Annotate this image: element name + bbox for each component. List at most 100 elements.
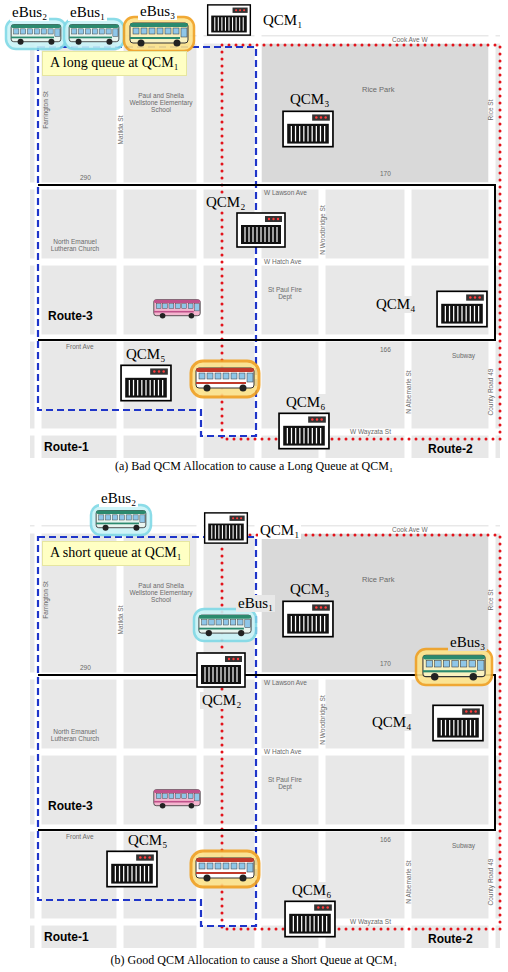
charging-machine: QCM₂	[196, 652, 246, 688]
map-panel-a	[30, 35, 500, 458]
bus-label: eBus₂	[10, 4, 49, 21]
street-name: Matilda St	[117, 606, 124, 635]
bus-glow	[91, 505, 151, 535]
qcm-label: QCM₃	[288, 91, 331, 108]
qcm-label: QCM₆	[284, 394, 327, 411]
street-name: Front Ave	[66, 343, 94, 350]
house-number: 170	[380, 660, 391, 667]
bus-symbol	[198, 612, 252, 638]
street-name: W Hatch Ave	[264, 258, 301, 265]
house-number: 290	[80, 174, 91, 181]
street-name: W Wayzata St	[350, 918, 391, 925]
place-name: Subway	[452, 352, 475, 359]
qcm-symbol	[236, 212, 286, 248]
street-name: Front Ave	[66, 833, 94, 840]
bus-body	[11, 25, 61, 45]
street-name: N Woodbridge St	[319, 695, 326, 744]
subfigure-caption: (a) Bad QCM Allocation to cause a Long Q…	[0, 459, 508, 473]
qcm-body	[283, 111, 333, 146]
street-name: County Road 49	[487, 369, 494, 416]
charging-machine: QCM₅	[106, 850, 158, 888]
bus-glow	[124, 17, 194, 51]
qcm-symbol	[282, 600, 334, 638]
place-name: Paul and Sheila Wellstone Elementary Sch…	[128, 582, 194, 603]
qcm-label: QCM₃	[288, 581, 331, 598]
street-name: W Lawson Ave	[264, 679, 307, 686]
ebus-icon: eBus₁	[198, 612, 252, 638]
charging-machine: QCM₄	[436, 290, 488, 328]
street-name: County Road 49	[487, 859, 494, 906]
street-name: W Lawson Ave	[264, 189, 307, 196]
street-name: N Albemarle St	[405, 860, 412, 903]
route-label: Route-1	[44, 441, 89, 455]
qcm-symbol	[284, 900, 336, 938]
bus-symbol	[68, 22, 120, 46]
bus-symbol	[10, 22, 62, 46]
place-name: Rice Park	[362, 576, 395, 584]
qcm-symbol	[436, 290, 488, 328]
house-number: 166	[380, 346, 391, 353]
charging-machine: QCM₆	[284, 900, 336, 938]
qcm-label: QCM₂	[200, 692, 243, 709]
street-name: Rice St	[487, 100, 494, 121]
bus-body	[423, 655, 485, 680]
route-label: Route-3	[48, 310, 93, 324]
street-name: Cook Ave W	[392, 36, 428, 43]
place-name: Subway	[452, 842, 475, 849]
qcm-symbol	[202, 512, 250, 544]
bus-label: eBus₂	[99, 490, 138, 507]
qcm-symbol	[432, 704, 484, 742]
qcm-symbol	[282, 110, 334, 148]
street-name: N Woodbridge St	[319, 205, 326, 254]
charging-machine: QCM₄	[432, 704, 484, 742]
qcm-body	[285, 901, 335, 936]
bus-glow	[64, 19, 124, 49]
street-name: N Albemarle St	[405, 370, 412, 413]
callout-text: A short queue at QCM₁	[50, 545, 182, 560]
qcm-symbol	[120, 364, 172, 402]
charging-machine: QCM₆	[278, 412, 330, 450]
place-name: North Emanuel Lutheran Church	[44, 728, 106, 742]
qcm-body	[437, 291, 487, 326]
street-name: Rice St	[487, 590, 494, 611]
street-name: Cook Ave W	[392, 526, 428, 533]
bus-glow	[194, 609, 256, 641]
place-name: St Paul Fire Dept	[264, 286, 306, 300]
place-name: Rice Park	[362, 86, 395, 94]
bus-label: eBus₃	[138, 3, 177, 20]
qcm-body	[107, 851, 157, 886]
ebus-icon: eBus₂	[95, 508, 147, 532]
qcm-label: QCM₂	[204, 194, 247, 211]
bus-glow	[6, 19, 66, 49]
qcm-body	[237, 213, 285, 247]
qcm-body	[121, 365, 171, 400]
map-panel-b	[30, 525, 500, 948]
qcm-label: QCM₄	[374, 296, 417, 313]
qcm-body	[197, 653, 245, 687]
qcm-label: QCM₅	[124, 346, 167, 363]
route-label: Route-2	[428, 443, 473, 457]
charging-machine: QCM₁	[202, 512, 250, 544]
bus-body	[69, 25, 119, 45]
qcm-body	[283, 601, 333, 636]
house-number: 166	[380, 836, 391, 843]
qcm-body	[279, 413, 329, 448]
qcm-label: QCM₅	[126, 832, 169, 849]
ebus-icon: eBus₃	[128, 20, 190, 48]
subfigure-caption: (b) Good QCM Allocation to cause a Short…	[0, 953, 508, 967]
ebus-icon: eBus₃	[420, 652, 488, 682]
bus-body	[96, 511, 146, 531]
qcm-body	[433, 705, 483, 740]
charging-machine: QCM₂	[236, 212, 286, 248]
callout-box: A long queue at QCM₁	[42, 51, 187, 76]
place-name: Paul and Sheila Wellstone Elementary Sch…	[128, 92, 194, 113]
callout-box: A short queue at QCM₁	[42, 541, 190, 566]
bus-body	[130, 23, 188, 47]
qcm-body	[208, 5, 251, 35]
qcm-symbol	[278, 412, 330, 450]
charging-machine: QCM₃	[282, 110, 334, 148]
bus-label: eBus₁	[68, 4, 107, 21]
place-name: North Emanuel Lutheran Church	[44, 238, 106, 252]
